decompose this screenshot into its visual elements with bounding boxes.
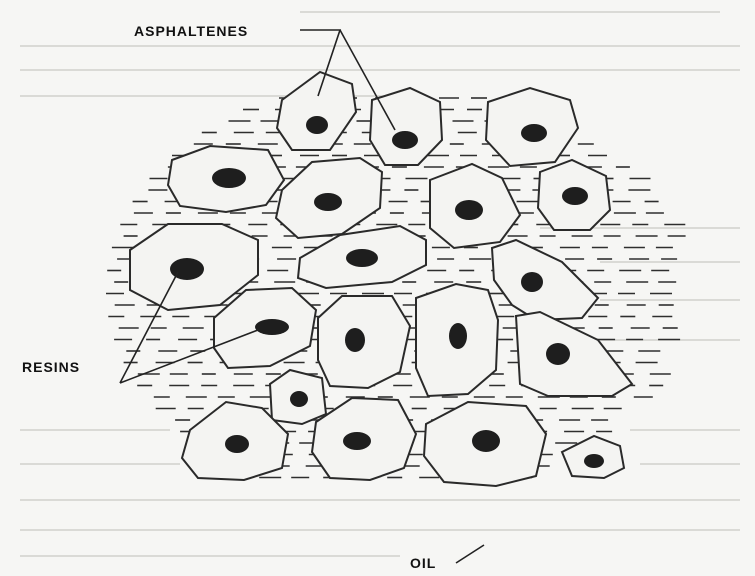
asphaltene-core	[472, 430, 500, 452]
particle	[277, 72, 356, 150]
resin-shell	[277, 72, 356, 150]
asphaltene-core	[255, 319, 289, 335]
resins-label: RESINS	[22, 359, 80, 375]
resin-shell	[492, 240, 598, 320]
oil-leader	[456, 545, 484, 563]
asphaltene-core	[306, 116, 328, 134]
resin-shell	[370, 88, 442, 165]
asphaltene-core	[346, 249, 378, 267]
particle	[516, 312, 632, 396]
asphaltene-core	[290, 391, 308, 407]
particle	[370, 88, 442, 165]
particle	[318, 296, 410, 388]
asphaltene-core	[392, 131, 418, 149]
oil-label: OIL	[410, 555, 436, 571]
resin-shell	[516, 312, 632, 396]
asphaltenes-label: ASPHALTENES	[134, 23, 248, 39]
particle	[276, 158, 382, 238]
asphaltene-core	[314, 193, 342, 211]
asphaltene-core	[521, 272, 543, 292]
asphaltene-core	[546, 343, 570, 365]
particle	[312, 398, 416, 480]
asphaltene-core	[584, 454, 604, 468]
asphaltene-core	[343, 432, 371, 450]
asphaltene-core	[212, 168, 246, 188]
particle	[492, 240, 598, 320]
asphaltene-core	[521, 124, 547, 142]
particle	[416, 284, 498, 396]
particle	[214, 288, 316, 368]
asphaltene-core	[562, 187, 588, 205]
asphaltene-core	[345, 328, 365, 352]
particle	[270, 370, 326, 424]
asphaltene-core	[225, 435, 249, 453]
particle-group	[130, 72, 632, 486]
particle	[430, 164, 520, 248]
asphaltene-core	[449, 323, 467, 349]
asphaltene-core	[455, 200, 483, 220]
particle	[538, 160, 610, 230]
particle	[424, 402, 546, 486]
particle	[168, 146, 284, 212]
particle	[486, 88, 578, 166]
